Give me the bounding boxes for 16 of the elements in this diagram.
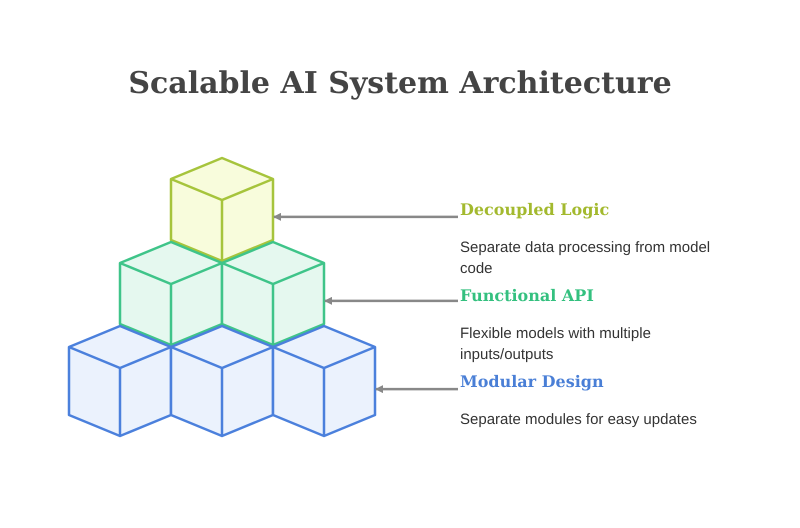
arrow (273, 212, 458, 221)
cube (118, 240, 224, 346)
heading: Functional API (460, 286, 595, 305)
cube (170, 156, 274, 262)
title: Scalable AI System Architecture (127, 66, 673, 101)
heading: Decoupled Logic (460, 200, 610, 219)
cube (272, 324, 376, 438)
cube (220, 240, 326, 346)
arrow (375, 385, 458, 394)
description: Separate modules for easy updates (460, 410, 698, 430)
cube (170, 324, 274, 438)
heading: Modular Design (460, 372, 605, 391)
description: Separate data processing from model code (460, 238, 712, 279)
description: Flexible models with multiple inputs/outputs (460, 324, 652, 365)
arrow (324, 296, 458, 305)
cube (68, 324, 172, 438)
